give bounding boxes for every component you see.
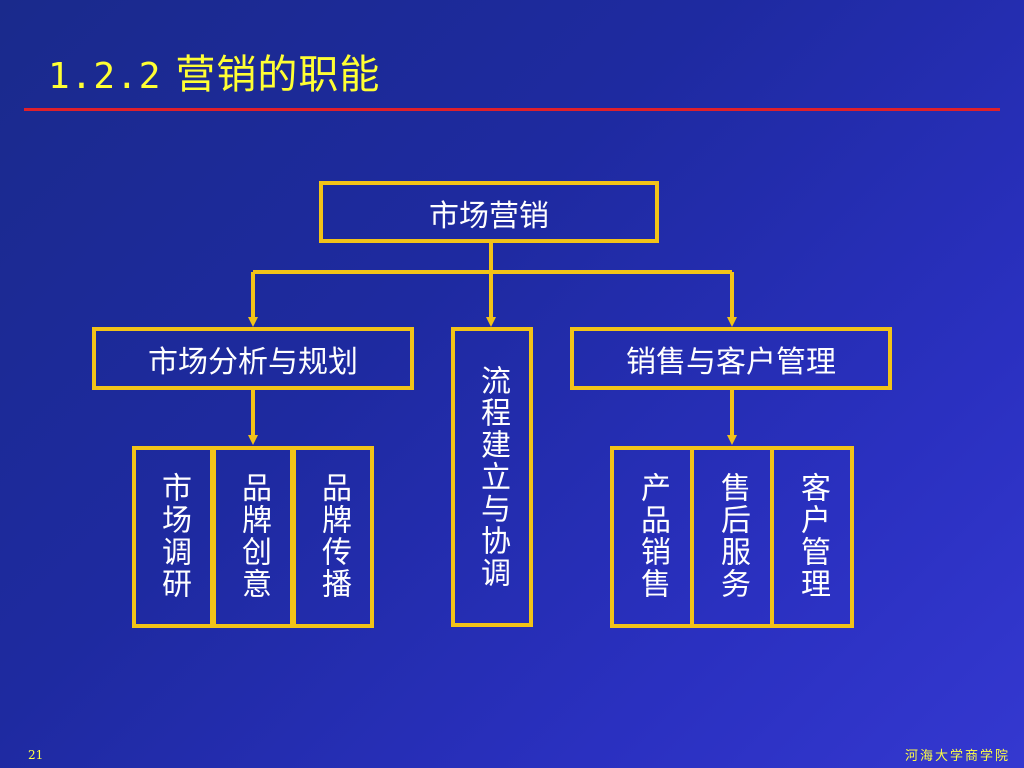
institution-name: 河海大学商学院 (904, 749, 1010, 764)
right-branch-box: 销售与客户管理 (570, 327, 892, 390)
section-number: 1.2.2 (48, 56, 162, 97)
right-child-box-3: 客户管理 (770, 446, 854, 628)
right-child-label-2: 售后服务 (715, 472, 750, 600)
title-text: 营销的职能 (175, 52, 381, 98)
left-child-box-1: 市场调研 (132, 446, 214, 628)
left-branch-box: 市场分析与规划 (92, 327, 414, 390)
left-child-label-1: 市场调研 (156, 472, 191, 600)
page-number: 21 (28, 748, 44, 762)
right-child-label-3: 客户管理 (795, 472, 830, 600)
root-label: 市场营销 (429, 199, 549, 234)
left-child-label-3: 品牌传播 (316, 472, 351, 600)
slide-title: 1.2.2 营销的职能 (48, 42, 380, 100)
root-box: 市场营销 (319, 181, 659, 243)
right-child-label-1: 产品销售 (635, 472, 670, 600)
left-child-box-3: 品牌传播 (292, 446, 374, 628)
right-child-box-1: 产品销售 (610, 446, 694, 628)
middle-branch-label: 流程建立与协调 (475, 365, 510, 589)
middle-branch-box: 流程建立与协调 (451, 327, 533, 627)
left-child-label-2: 品牌创意 (236, 472, 271, 600)
left-branch-label: 市场分析与规划 (148, 345, 358, 380)
left-child-box-2: 品牌创意 (212, 446, 294, 628)
title-divider (24, 108, 1000, 111)
right-child-box-2: 售后服务 (690, 446, 774, 628)
right-branch-label: 销售与客户管理 (626, 345, 836, 380)
